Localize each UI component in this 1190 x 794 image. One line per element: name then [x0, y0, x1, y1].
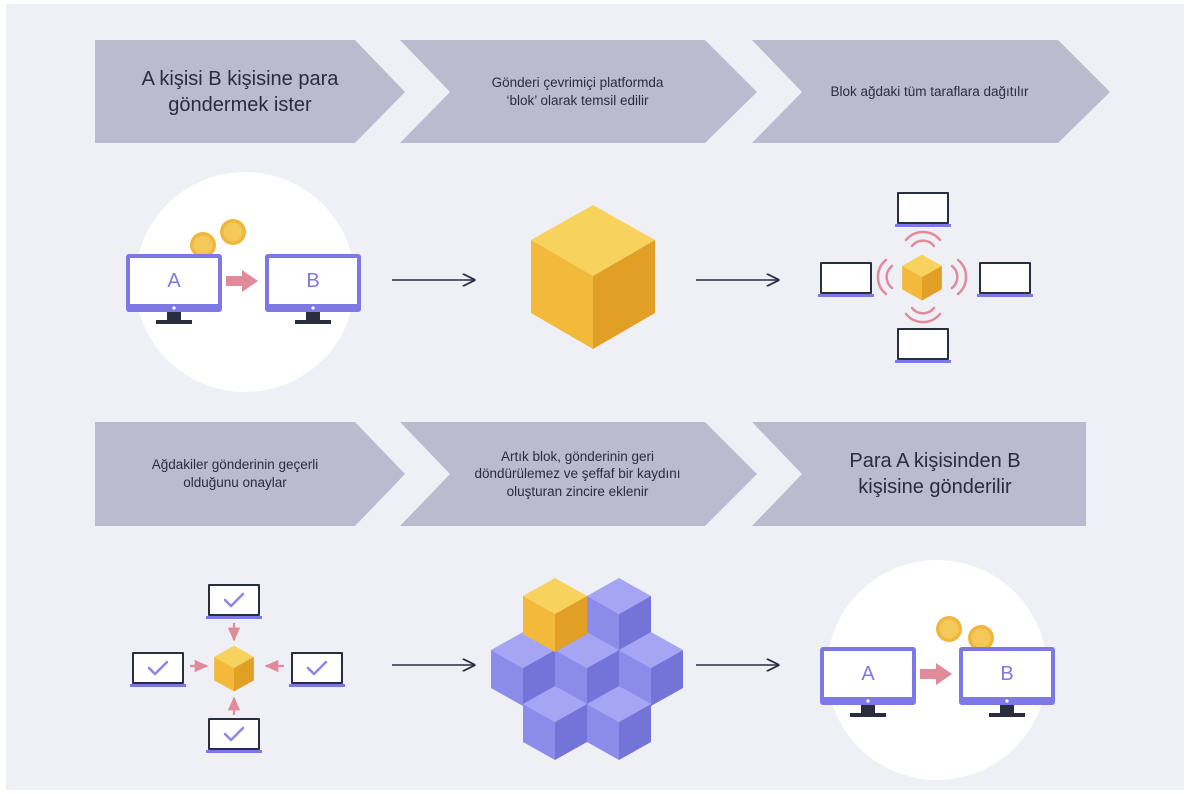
computer-b-label: B	[1000, 663, 1014, 685]
cube-icon	[214, 645, 254, 692]
step-1-text: A kişisi B kişisine para göndermek ister	[141, 67, 339, 116]
step-4-text: Ağdakiler gönderinin geçerli olduğunu on…	[151, 457, 319, 490]
step6-illustration	[820, 560, 1055, 780]
step-banner-6	[752, 422, 1086, 526]
step-2-text: Gönderi çevrimiçi platformda ‘blok’ olar…	[491, 74, 664, 108]
laptop-icon	[895, 192, 951, 227]
wifi-signal-icon	[876, 230, 968, 324]
laptop-icon	[977, 262, 1033, 297]
step-5-text: Artık blok, gönderinin geri döndürülemez…	[474, 448, 681, 499]
validation-illustration	[130, 584, 345, 753]
distribution-illustration	[818, 192, 1033, 363]
cube-icon	[531, 205, 655, 349]
step-banner-5	[400, 422, 757, 526]
step-6-text: Para A kişisinden B kişisine gönderilir	[849, 450, 1021, 498]
laptop-icon	[818, 262, 874, 297]
laptop-icon	[895, 328, 951, 363]
step-banner-4	[95, 422, 405, 526]
incoming-arrows	[190, 623, 284, 715]
step-banner-1	[95, 40, 405, 143]
cube-icon	[902, 254, 942, 301]
computer-a-label: A	[167, 270, 181, 292]
computer-b-label: B	[306, 270, 320, 292]
step-3-text: Blok ağdaki tüm taraflara dağıtılır	[830, 83, 1029, 99]
step1-illustration	[126, 172, 361, 392]
step-banner-2	[400, 40, 757, 143]
step-banner-3	[752, 40, 1110, 143]
transfer-arrow-icon	[920, 663, 952, 685]
transfer-arrow-icon	[226, 270, 258, 292]
computer-a-label: A	[861, 663, 875, 685]
blockchain-cluster	[491, 578, 683, 760]
